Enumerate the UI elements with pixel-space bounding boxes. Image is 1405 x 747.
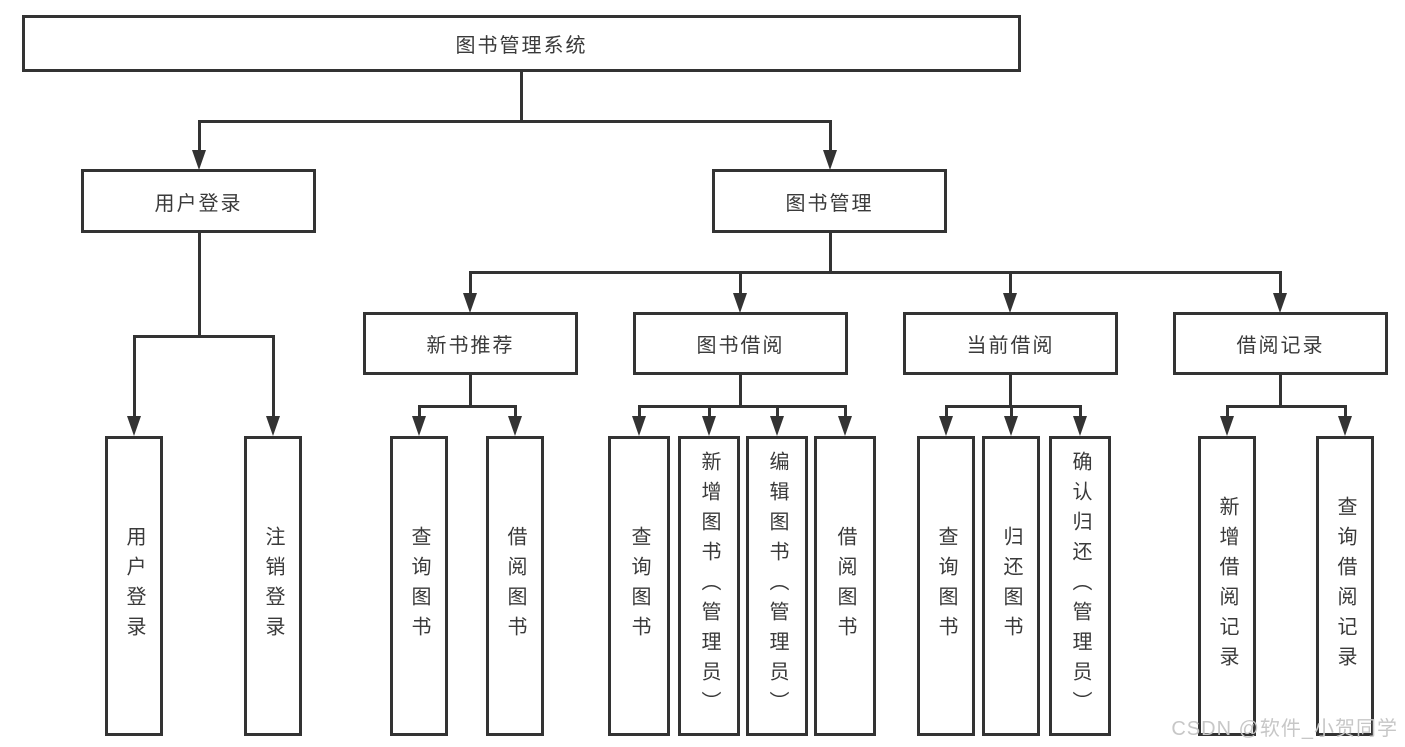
connector-vline <box>637 408 641 418</box>
connector-vline <box>775 408 779 418</box>
node-new-book-recommend-label: 新书推荐 <box>426 335 515 357</box>
node-root-label: 图书管理系统 <box>455 35 588 57</box>
arrowhead-down-icon <box>192 150 206 170</box>
node-book-borrow-label: 图书借阅 <box>696 335 785 357</box>
leaf-add-books-admin-label: 新增图书（管理员） <box>698 451 720 721</box>
arrowhead-down-icon <box>1073 416 1087 436</box>
connector-vline <box>1078 408 1082 418</box>
connector-vline <box>1008 374 1012 408</box>
arrowhead-down-icon <box>412 416 426 436</box>
connector-vline <box>1009 408 1013 418</box>
connector-vline <box>197 123 201 151</box>
leaf-confirm-return-admin: 确认归还（管理员） <box>1049 436 1111 736</box>
connector-hline <box>637 405 847 408</box>
arrowhead-down-icon <box>939 416 953 436</box>
arrowhead-down-icon <box>1004 416 1018 436</box>
leaf-query-books-2-label: 查询图书 <box>628 526 650 646</box>
node-book-borrow: 图书借阅 <box>633 312 848 375</box>
leaf-borrow-books-2-label: 借阅图书 <box>834 526 856 646</box>
leaf-logout: 注销登录 <box>244 436 302 736</box>
connector-vline <box>843 408 847 418</box>
leaf-return-books-label: 归还图书 <box>1000 526 1022 646</box>
node-book-management: 图书管理 <box>712 169 947 233</box>
arrowhead-down-icon <box>1003 293 1017 313</box>
connector-vline <box>513 408 517 418</box>
arrowhead-down-icon <box>823 150 837 170</box>
arrowhead-down-icon <box>702 416 716 436</box>
leaf-add-books-admin: 新增图书（管理员） <box>678 436 740 736</box>
leaf-user-login-label: 用户登录 <box>123 526 145 646</box>
arrowhead-down-icon <box>463 293 477 313</box>
arrowhead-down-icon <box>632 416 646 436</box>
connector-hline <box>197 120 832 123</box>
node-current-borrow: 当前借阅 <box>903 312 1118 375</box>
leaf-query-borrow-record: 查询借阅记录 <box>1316 436 1374 736</box>
connector-hline <box>417 405 517 408</box>
connector-hline <box>468 271 1282 274</box>
leaf-borrow-books-1-label: 借阅图书 <box>504 526 526 646</box>
arrowhead-down-icon <box>1273 293 1287 313</box>
node-user-login-label: 用户登录 <box>154 192 243 215</box>
leaf-user-login: 用户登录 <box>105 436 163 736</box>
node-root: 图书管理系统 <box>22 15 1021 72</box>
connector-vline <box>738 374 742 408</box>
connector-vline <box>271 338 275 416</box>
connector-vline <box>1008 274 1012 293</box>
node-new-book-recommend: 新书推荐 <box>363 312 578 375</box>
connector-vline <box>132 338 136 416</box>
node-book-management-label: 图书管理 <box>785 192 874 215</box>
connector-hline <box>944 405 1082 408</box>
arrowhead-down-icon <box>266 416 280 436</box>
connector-vline <box>944 408 948 418</box>
leaf-add-borrow-record-label: 新增借阅记录 <box>1216 496 1238 676</box>
connector-vline <box>1225 408 1229 418</box>
connector-vline <box>828 233 832 274</box>
leaf-query-books-1: 查询图书 <box>390 436 448 736</box>
leaf-add-borrow-record: 新增借阅记录 <box>1198 436 1256 736</box>
leaf-borrow-books-1: 借阅图书 <box>486 436 544 736</box>
leaf-query-books-3-label: 查询图书 <box>935 526 957 646</box>
leaf-edit-books-admin: 编辑图书（管理员） <box>746 436 808 736</box>
arrowhead-down-icon <box>127 416 141 436</box>
arrowhead-down-icon <box>838 416 852 436</box>
connector-vline <box>707 408 711 418</box>
csdn-watermark: CSDN @软件_小贺同学 <box>1171 718 1398 740</box>
connector-hline <box>132 335 275 338</box>
arrowhead-down-icon <box>1220 416 1234 436</box>
leaf-logout-label: 注销登录 <box>262 526 284 646</box>
arrowhead-down-icon <box>508 416 522 436</box>
connector-hline <box>1225 405 1347 408</box>
node-borrow-records-label: 借阅记录 <box>1236 335 1325 357</box>
leaf-borrow-books-2: 借阅图书 <box>814 436 876 736</box>
connector-vline <box>468 374 472 408</box>
node-user-login: 用户登录 <box>81 169 316 233</box>
leaf-query-books-1-label: 查询图书 <box>408 526 430 646</box>
connector-vline <box>519 71 523 123</box>
connector-vline <box>738 274 742 293</box>
arrowhead-down-icon <box>1338 416 1352 436</box>
arrowhead-down-icon <box>770 416 784 436</box>
connector-vline <box>417 408 421 418</box>
connector-vline <box>1278 374 1282 408</box>
connector-vline <box>197 233 201 338</box>
leaf-query-borrow-record-label: 查询借阅记录 <box>1334 496 1356 676</box>
connector-vline <box>828 123 832 151</box>
node-borrow-records: 借阅记录 <box>1173 312 1388 375</box>
leaf-query-books-3: 查询图书 <box>917 436 975 736</box>
leaf-return-books: 归还图书 <box>982 436 1040 736</box>
connector-vline <box>468 274 472 293</box>
leaf-query-books-2: 查询图书 <box>608 436 670 736</box>
connector-vline <box>1343 408 1347 418</box>
arrowhead-down-icon <box>733 293 747 313</box>
node-current-borrow-label: 当前借阅 <box>966 335 1055 357</box>
connector-vline <box>1278 274 1282 293</box>
leaf-confirm-return-admin-label: 确认归还（管理员） <box>1069 451 1091 721</box>
leaf-edit-books-admin-label: 编辑图书（管理员） <box>766 451 788 721</box>
